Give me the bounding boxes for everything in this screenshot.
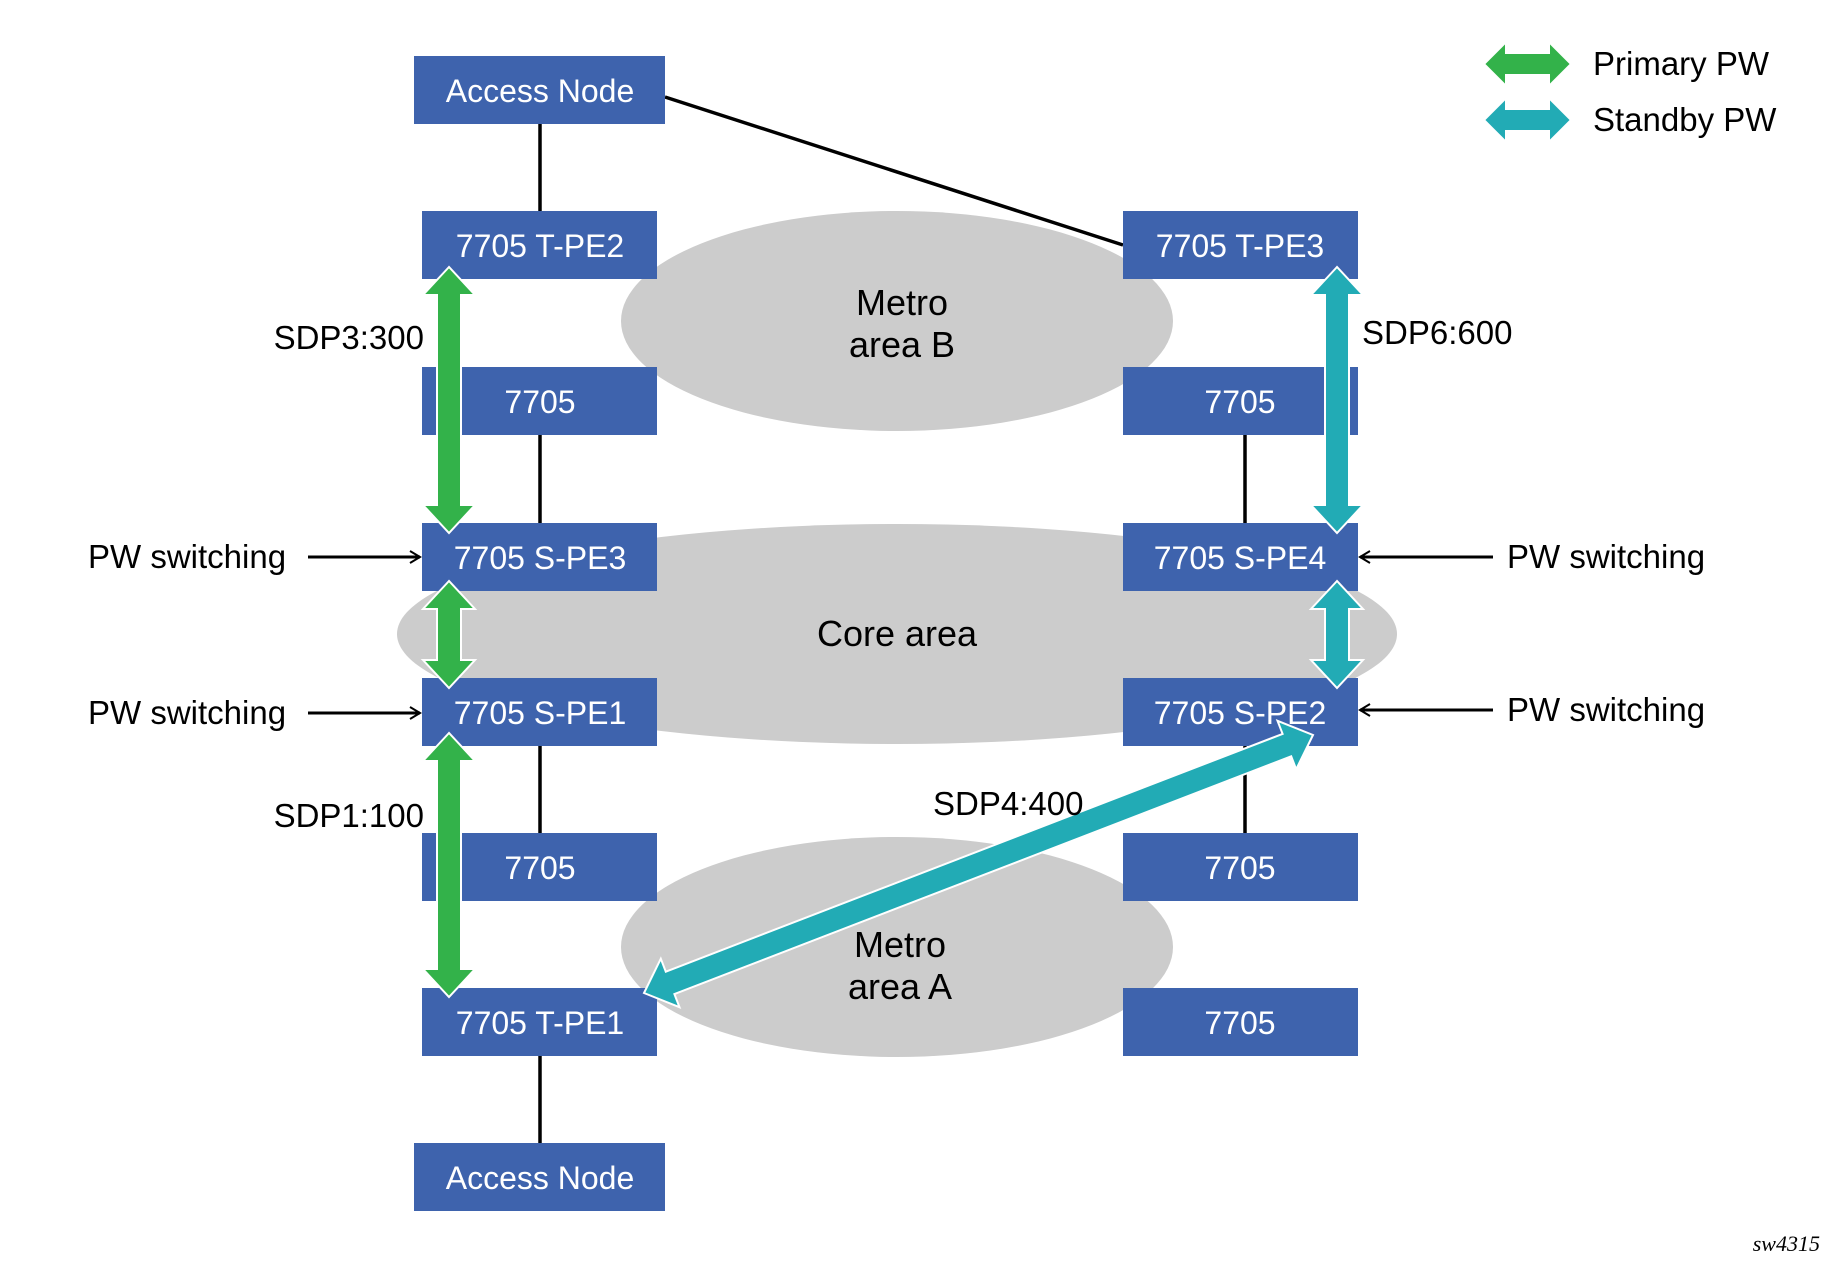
node-access-top[interactable]: Access Node [414, 56, 665, 124]
sdp1-label: SDP1:100 [274, 797, 424, 834]
standby-pw-sdp4-arrow [642, 719, 1315, 1009]
metro-area-b [621, 211, 1173, 431]
primary-pw-sdp1-arrow [420, 731, 478, 999]
legend-primary-arrow [1482, 39, 1573, 89]
sdp6-label: SDP6:600 [1362, 314, 1512, 351]
node-label: 7705 S-PE2 [1154, 695, 1327, 731]
standby-pw-sdp6-arrow [1308, 265, 1366, 535]
figure-id: sw4315 [1753, 1231, 1820, 1256]
node-tpe2[interactable]: 7705 T-PE2 [422, 211, 657, 279]
node-label: 7705 [1204, 384, 1275, 420]
node-spe2[interactable]: 7705 S-PE2 [1123, 678, 1358, 746]
node-access-bottom[interactable]: Access Node [414, 1143, 665, 1211]
node-right-7705-bottom[interactable]: 7705 [1123, 988, 1358, 1056]
pw-switching-spe4-label: PW switching [1507, 538, 1705, 575]
primary-pw-sdp3-arrow [420, 265, 478, 535]
pw-arrows [420, 265, 1366, 1009]
legend-arrows [1482, 39, 1573, 145]
node-label: 7705 [504, 384, 575, 420]
node-spe4[interactable]: 7705 S-PE4 [1123, 523, 1358, 591]
node-label: 7705 S-PE1 [454, 695, 627, 731]
node-tpe3[interactable]: 7705 T-PE3 [1123, 211, 1358, 279]
legend: Primary PW Standby PW [1482, 39, 1777, 145]
node-tpe1[interactable]: 7705 T-PE1 [422, 988, 657, 1056]
node-label: 7705 [1204, 850, 1275, 886]
node-label: 7705 T-PE3 [1156, 228, 1324, 264]
legend-standby-label: Standby PW [1593, 101, 1777, 138]
node-spe1[interactable]: 7705 S-PE1 [422, 678, 657, 746]
link-access-top-tpe3 [664, 95, 1124, 247]
node-label: 7705 T-PE2 [456, 228, 624, 264]
node-label: 7705 [504, 850, 575, 886]
metro-b-label-line1: Metro [856, 282, 948, 323]
node-label: 7705 [1204, 1005, 1275, 1041]
pw-switching-spe1-label: PW switching [88, 694, 286, 731]
node-label: 7705 T-PE1 [456, 1005, 624, 1041]
node-right-7705-lower[interactable]: 7705 [1123, 833, 1358, 901]
node-label: Access Node [446, 1160, 635, 1196]
node-label: 7705 S-PE3 [454, 540, 627, 576]
primary-pw-spe3-spe1-arrow [420, 579, 478, 690]
sdp3-label: SDP3:300 [274, 319, 424, 356]
core-area-label: Core area [817, 613, 978, 654]
sdp4-label: SDP4:400 [933, 785, 1083, 822]
metro-b-label-line2: area B [849, 324, 955, 365]
metro-area-a [621, 837, 1173, 1057]
pw-switching-spe2-label: PW switching [1507, 691, 1705, 728]
node-label: Access Node [446, 73, 635, 109]
standby-pw-spe4-spe2-arrow [1308, 579, 1366, 690]
node-right-7705-upper[interactable]: 7705 [1123, 367, 1358, 435]
legend-primary-label: Primary PW [1593, 45, 1770, 82]
node-label: 7705 S-PE4 [1154, 540, 1327, 576]
node-spe3[interactable]: 7705 S-PE3 [422, 523, 657, 591]
metro-a-label-line1: Metro [854, 924, 946, 965]
metro-a-label-line2: area A [848, 966, 952, 1007]
legend-standby-arrow [1482, 95, 1573, 145]
pw-switching-spe3-label: PW switching [88, 538, 286, 575]
